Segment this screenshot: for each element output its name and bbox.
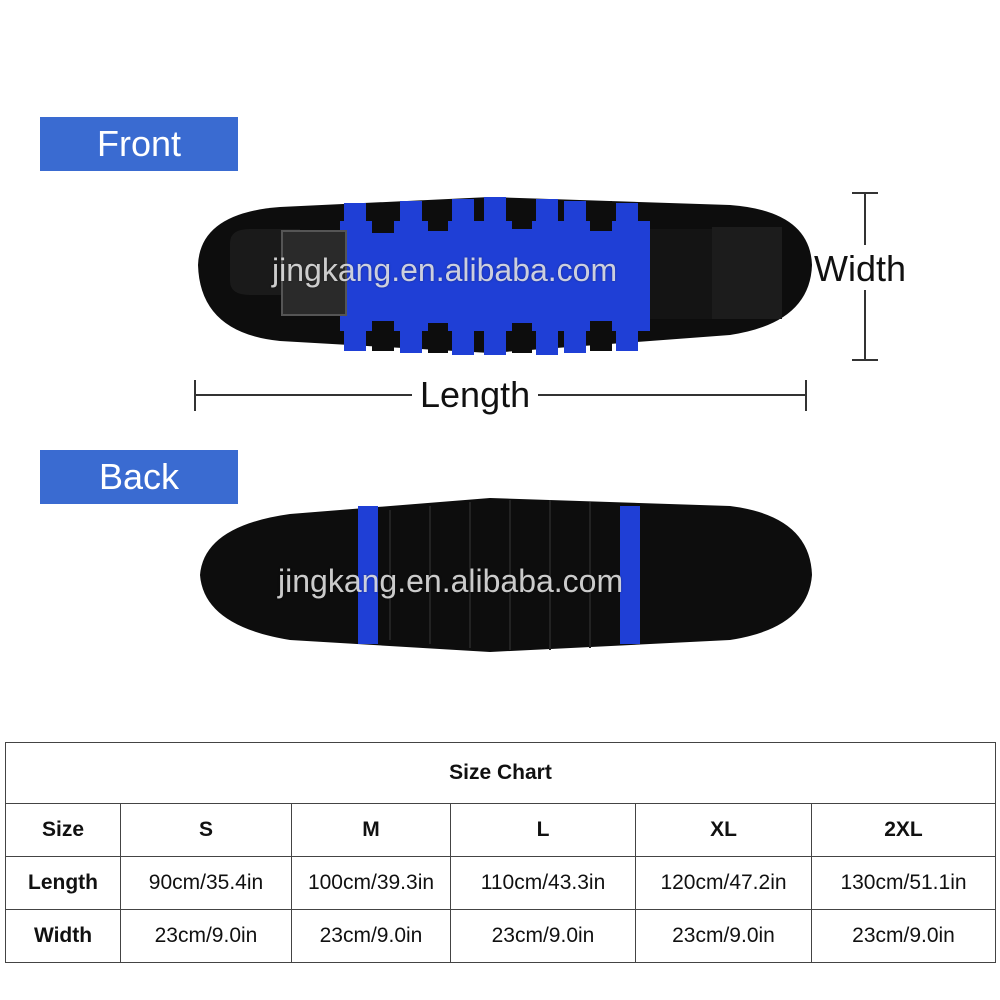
size-header-row: Size S M L XL 2XL	[5, 803, 997, 857]
size-chart-title: Size Chart	[4, 742, 997, 804]
back-belt-image	[200, 498, 812, 652]
table-cell: 90cm/35.4in	[120, 856, 292, 910]
row-label: Length	[5, 856, 121, 910]
length-row: Length 90cm/35.4in 100cm/39.3in 110cm/43…	[5, 856, 997, 910]
watermark-front: jingkang.en.alibaba.com	[272, 252, 618, 288]
front-belt-image	[198, 197, 812, 355]
table-cell: 120cm/47.2in	[635, 856, 812, 910]
header-cell: Size	[5, 803, 121, 857]
table-cell: 23cm/9.0in	[291, 909, 451, 963]
width-dimension-label: Width	[814, 248, 907, 289]
front-label: Front	[40, 117, 238, 171]
table-cell: 23cm/9.0in	[450, 909, 636, 963]
table-cell: 100cm/39.3in	[291, 856, 451, 910]
table-cell: 23cm/9.0in	[810, 909, 997, 963]
back-label: Back	[40, 450, 238, 504]
header-cell: L	[450, 803, 636, 857]
row-label: Width	[5, 909, 121, 963]
watermark-back: jingkang.en.alibaba.com	[278, 563, 624, 599]
size-chart-table: Size Chart Size S M L XL 2XL Length 90cm…	[4, 742, 997, 963]
width-row: Width 23cm/9.0in 23cm/9.0in 23cm/9.0in 2…	[5, 909, 997, 963]
table-cell: 110cm/43.3in	[450, 856, 636, 910]
table-cell: 23cm/9.0in	[120, 909, 292, 963]
table-cell: 130cm/51.1in	[810, 856, 997, 910]
table-cell: 23cm/9.0in	[635, 909, 812, 963]
header-cell: S	[120, 803, 292, 857]
header-cell: 2XL	[810, 803, 997, 857]
length-dimension-label: Length	[412, 374, 539, 416]
header-cell: M	[291, 803, 451, 857]
header-cell: XL	[635, 803, 812, 857]
